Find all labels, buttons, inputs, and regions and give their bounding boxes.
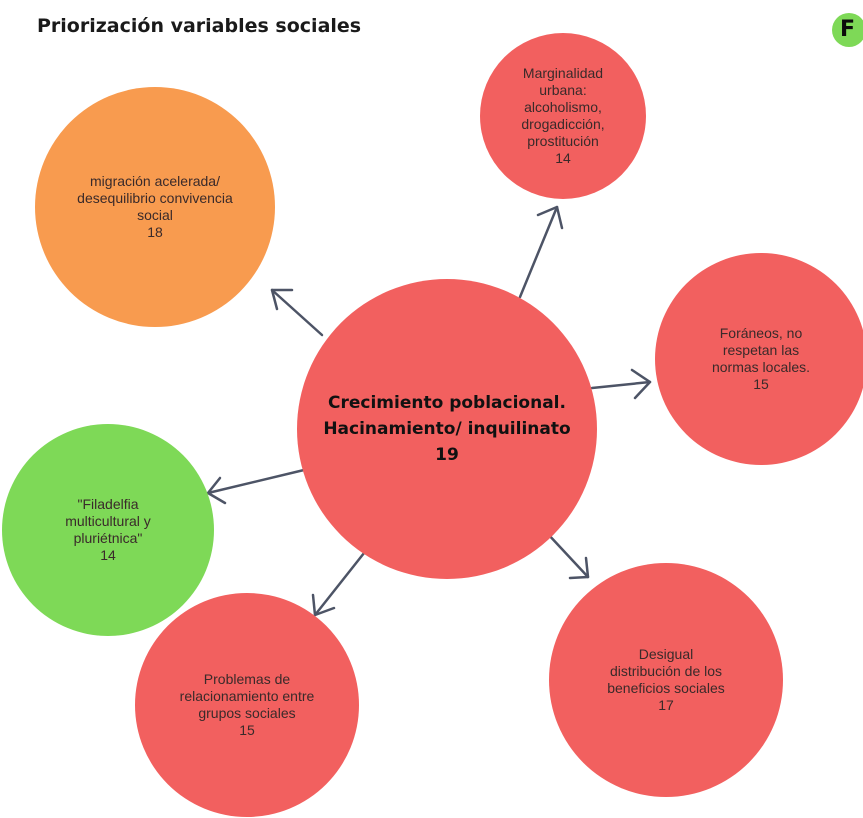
- node-value: 15: [239, 722, 255, 738]
- node-label: Desigual distribución de los beneficios …: [607, 646, 725, 696]
- node-label: Foráneos, no respetan las normas locales…: [711, 325, 811, 375]
- node-filadelfia: "Filadelfia multicultural y pluriétnica"…: [2, 424, 214, 636]
- arrowhead-migracion: [270, 288, 294, 311]
- arrowhead-problemas: [311, 593, 336, 617]
- node-label: "Filadelfia multicultural y pluriétnica": [65, 496, 151, 546]
- arrow-to-migracion: [270, 288, 324, 337]
- node-label: Marginalidad urbana: alcoholismo, drogad…: [521, 65, 605, 149]
- node-marginalidad: Marginalidad urbana: alcoholismo, drogad…: [480, 33, 646, 199]
- central-value: 19: [435, 445, 459, 465]
- node-value: 17: [658, 697, 674, 713]
- central-label: Crecimiento poblacional. Hacinamiento/ i…: [323, 393, 571, 439]
- arrow-to-problemas: [313, 546, 370, 617]
- node-migracion: migración acelerada/ desequilibrio convi…: [35, 87, 275, 327]
- node-value: 14: [555, 150, 571, 166]
- arrowhead-foraneos: [630, 368, 652, 400]
- arrowhead-desigual: [568, 556, 590, 580]
- arrow-to-foraneos: [590, 380, 652, 390]
- node-value: 14: [100, 547, 116, 563]
- node-central: Crecimiento poblacional. Hacinamiento/ i…: [297, 279, 597, 579]
- page-title: Priorización variables sociales: [37, 15, 362, 37]
- node-value: 18: [147, 224, 163, 240]
- node-desigual: Desigual distribución de los beneficios …: [549, 563, 783, 797]
- node-value: 15: [753, 376, 769, 392]
- arrowhead-marginalidad: [536, 205, 564, 230]
- arrow-to-filadelfia: [206, 468, 306, 495]
- logo: F: [832, 13, 863, 47]
- node-label: Problemas de relacionamiento entre grupo…: [179, 671, 315, 721]
- node-problemas: Problemas de relacionamiento entre grupo…: [135, 593, 359, 817]
- arrow-to-marginalidad: [518, 205, 559, 299]
- node-foraneos: Foráneos, no respetan las normas locales…: [655, 253, 863, 465]
- arrow-to-desigual: [545, 531, 590, 579]
- node-label: migración acelerada/ desequilibrio convi…: [77, 173, 233, 223]
- arrowhead-filadelfia: [206, 476, 227, 505]
